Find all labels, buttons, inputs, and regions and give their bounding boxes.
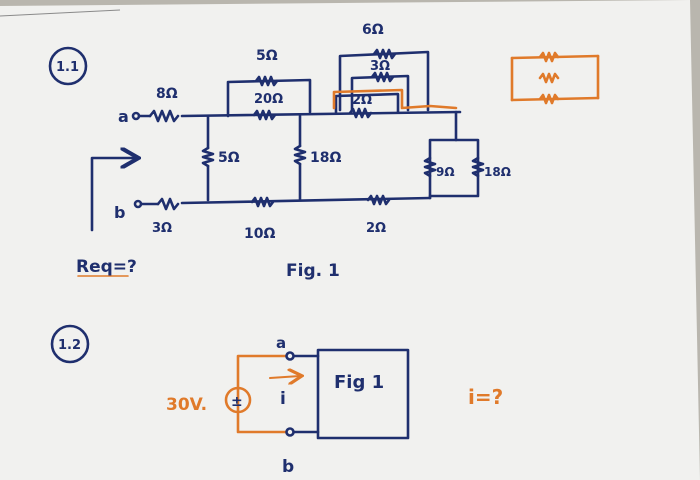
r2-bottom-label: 2Ω	[366, 221, 386, 236]
ruled-line	[0, 9, 121, 17]
problem-number-circle	[50, 324, 90, 364]
problem-number-circle	[48, 46, 88, 86]
current-label: i	[280, 389, 286, 409]
source-label: 30V.	[166, 395, 207, 415]
arrow-icon	[90, 158, 136, 232]
node-b-label: b	[282, 457, 294, 477]
r5-top-label: 5Ω	[256, 48, 278, 64]
resistor-icon	[250, 196, 275, 208]
r5-mid-label: 5Ω	[218, 150, 240, 166]
sketch-box-bottom	[510, 96, 600, 102]
node-a-label: a	[276, 334, 286, 352]
problem-1-2	[50, 324, 410, 440]
resistor-icon	[538, 72, 560, 84]
source-symbol: ±	[231, 394, 243, 410]
sketch-box-top	[510, 54, 600, 60]
node-b-label: b	[114, 203, 125, 222]
r20-label: 20Ω	[254, 92, 283, 107]
resistor-icon	[252, 109, 277, 121]
wire-2ohm-loop	[334, 92, 400, 114]
r2-top-label: 2Ω	[352, 93, 372, 108]
current-question: i=?	[468, 385, 503, 409]
r10-label: 10Ω	[244, 226, 275, 242]
resistor-icon	[254, 75, 279, 87]
resistor-icon	[423, 156, 437, 178]
r9-label: 9Ω	[436, 165, 455, 179]
highlight-loop	[332, 88, 458, 110]
resistor-icon	[471, 156, 485, 178]
r8-label: 8Ω	[156, 86, 178, 102]
r3-bottom-label: 3Ω	[152, 221, 172, 236]
resistor-icon	[293, 144, 307, 166]
resistor-icon	[372, 48, 397, 60]
problem-number: 1.2	[58, 338, 81, 353]
resistor-icon	[538, 93, 560, 105]
resistor-icon	[348, 107, 373, 119]
resistor-icon	[148, 109, 180, 123]
r18-right-label: 18Ω	[484, 165, 511, 179]
fig1-box	[316, 348, 410, 440]
resistor-icon	[156, 197, 180, 211]
resistor-icon	[366, 194, 391, 206]
problem-number: 1.1	[56, 60, 79, 75]
source-loop-wire	[236, 354, 288, 434]
req-question: Req=?	[76, 257, 137, 277]
voltage-source-icon	[224, 386, 252, 414]
problem-1-2-labels: 1.2 30V. ± a b i Fig 1 i=?	[58, 334, 503, 477]
resistor-icon	[201, 146, 215, 168]
figure-caption: Fig. 1	[286, 261, 340, 281]
orange-annotations	[332, 51, 600, 110]
box-label: Fig 1	[334, 372, 384, 393]
problem-1-1	[48, 46, 485, 277]
resistor-icon	[538, 51, 560, 63]
r3-top-label: 3Ω	[370, 59, 390, 74]
resistor-icon	[370, 71, 395, 83]
node-a-label: a	[118, 107, 129, 126]
wire-9-18-box	[428, 138, 480, 198]
current-arrow	[269, 376, 300, 378]
problem-1-1-labels: 1.1 a b 8Ω 5Ω 20Ω 6Ω 3Ω 2Ω 5Ω 18Ω 9Ω 18Ω…	[56, 22, 511, 281]
r6-label: 6Ω	[362, 22, 384, 38]
r18-mid-label: 18Ω	[310, 150, 341, 166]
